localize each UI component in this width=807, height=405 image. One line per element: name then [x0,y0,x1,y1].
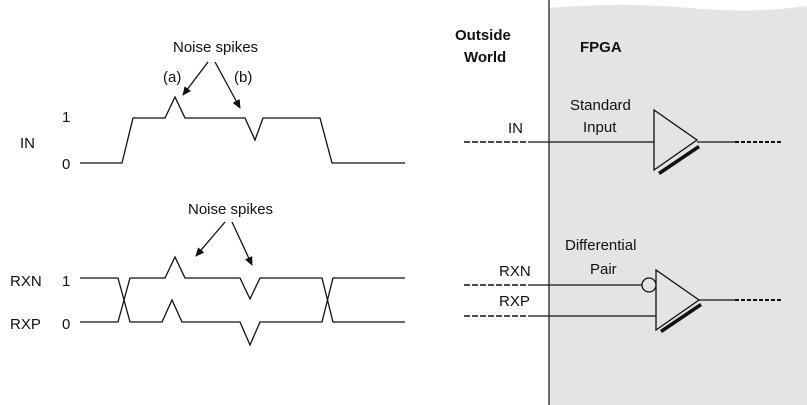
spike-a-label: (a) [163,69,181,86]
differential-pair-label-line2: Pair [590,261,617,278]
level-high-label-bottom: 1 [62,273,70,290]
in-pin-label: IN [508,120,523,137]
differential-buffer-shadow [660,303,702,333]
rxn-signal-label: RXN [10,273,42,290]
rxn-pin-label: RXN [499,263,531,280]
rxp-waveform-trace [80,255,405,323]
standard-input-label-line1: Standard [570,97,631,114]
outside-world-label-line1: Outside [455,27,511,44]
single-ended-waveform-panel: Noise spikes (a) (b) IN 1 0 [20,39,405,173]
differential-pair-label-line1: Differential [565,237,636,254]
differential-waveform-panel: Noise spikes RXN RXP 1 0 [10,201,405,347]
standard-input-label-line2: Input [583,119,617,136]
fpga-schematic-panel: Outside World FPGA Standard Input IN Dif… [455,0,807,405]
fpga-label: FPGA [580,39,622,56]
level-high-label-top: 1 [62,109,70,126]
spike-b-label: (b) [234,69,252,86]
noise-spikes-label-top: Noise spikes [173,39,258,56]
outside-world-label-line2: World [464,49,506,66]
rxn-waveform-trace [80,277,405,347]
rxp-signal-label: RXP [10,316,41,333]
arrow-to-spike-b [214,61,241,109]
level-low-label-bottom: 0 [62,316,70,333]
in-waveform-trace [80,95,405,164]
noise-spikes-label-bottom: Noise spikes [188,201,273,218]
arrow-to-spike-a [182,61,209,96]
level-low-label-top: 0 [62,156,70,173]
arrow-to-diff-spike-2 [231,221,253,266]
differential-buffer-symbol [655,268,701,332]
fpga-region [549,5,807,405]
standard-input-buffer-shadow [658,145,700,175]
arrow-to-diff-spike-1 [195,221,226,257]
in-signal-label: IN [20,135,35,152]
rxp-pin-label: RXP [499,293,530,310]
standard-input-buffer-symbol [653,108,699,172]
inverting-input-bubble [641,277,657,293]
